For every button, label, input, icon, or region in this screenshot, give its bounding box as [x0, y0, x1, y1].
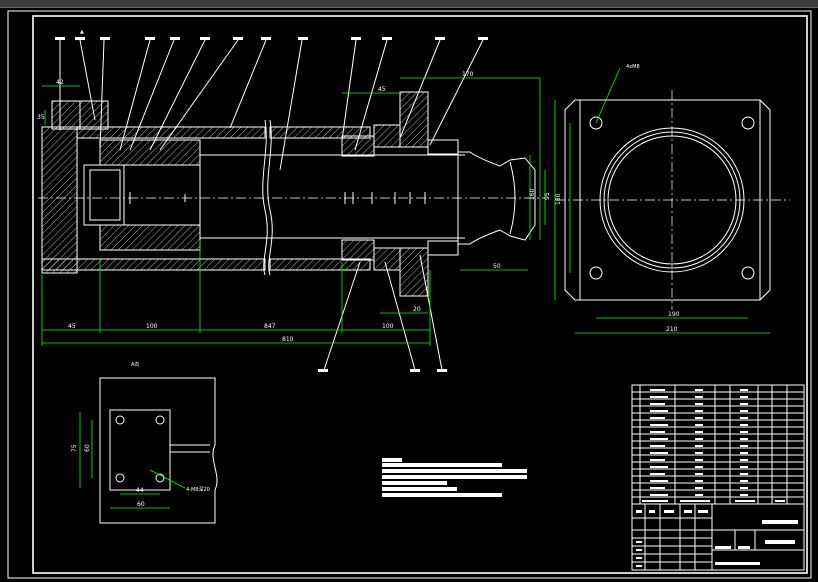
rear-flange: [51, 100, 81, 130]
bolt-hole-top-left: [589, 116, 603, 130]
dim-50: 50: [493, 263, 501, 270]
dim-35: 35: [37, 114, 45, 121]
rod-end: [457, 151, 536, 245]
technical-requirements-text: [382, 458, 527, 497]
dim-42: 42: [56, 79, 64, 86]
dim-100-b: 100: [382, 323, 394, 330]
dim-847: 847: [264, 323, 276, 330]
dim-45-bottom: 45: [68, 323, 76, 330]
dim-60-vertical: 60: [84, 444, 91, 452]
barrel-bottom-wall: [41, 258, 266, 271]
rear-end-cap: [41, 126, 78, 274]
svg-text:A向: A向: [131, 361, 139, 368]
dim-20: 20: [413, 306, 421, 313]
dim-100-a: 100: [146, 323, 158, 330]
dim-210: 210: [666, 326, 678, 333]
dim-75: 75: [71, 444, 78, 452]
barrel-top-wall: [76, 126, 266, 139]
dim-160: 160: [529, 188, 536, 200]
dimension-lines: [41, 77, 546, 346]
dim-44: 44: [136, 487, 144, 494]
piston-body: [99, 139, 201, 166]
dim-95: 95: [544, 192, 551, 200]
detail-view: [99, 377, 218, 524]
dim-190: 190: [668, 311, 680, 318]
bolt-hole-bottom-right: [741, 266, 755, 280]
hole-note-depth: 4-M8深20: [186, 486, 210, 493]
bolt-hole-bottom-left: [589, 266, 603, 280]
flange-side-view: [555, 67, 790, 310]
dim-810: 810: [282, 336, 294, 343]
title-block: [631, 503, 805, 571]
drawing-inner-border: [32, 15, 808, 574]
dim-60-horizontal: 60: [137, 501, 145, 508]
dim-180: 180: [555, 193, 562, 205]
front-flange: [399, 91, 429, 148]
bolt-hole-top-right: [741, 116, 755, 130]
cylinder-section-view: ▲: [38, 29, 545, 372]
drawing-outer-border: [7, 10, 812, 579]
parts-list-table: [631, 384, 805, 505]
hole-note-4xM8: 4xM8: [626, 64, 640, 70]
dim-45: 45: [378, 86, 386, 93]
window-title-bar: [0, 0, 818, 8]
svg-text:▲: ▲: [80, 29, 84, 35]
dim-170: 170: [462, 71, 474, 78]
